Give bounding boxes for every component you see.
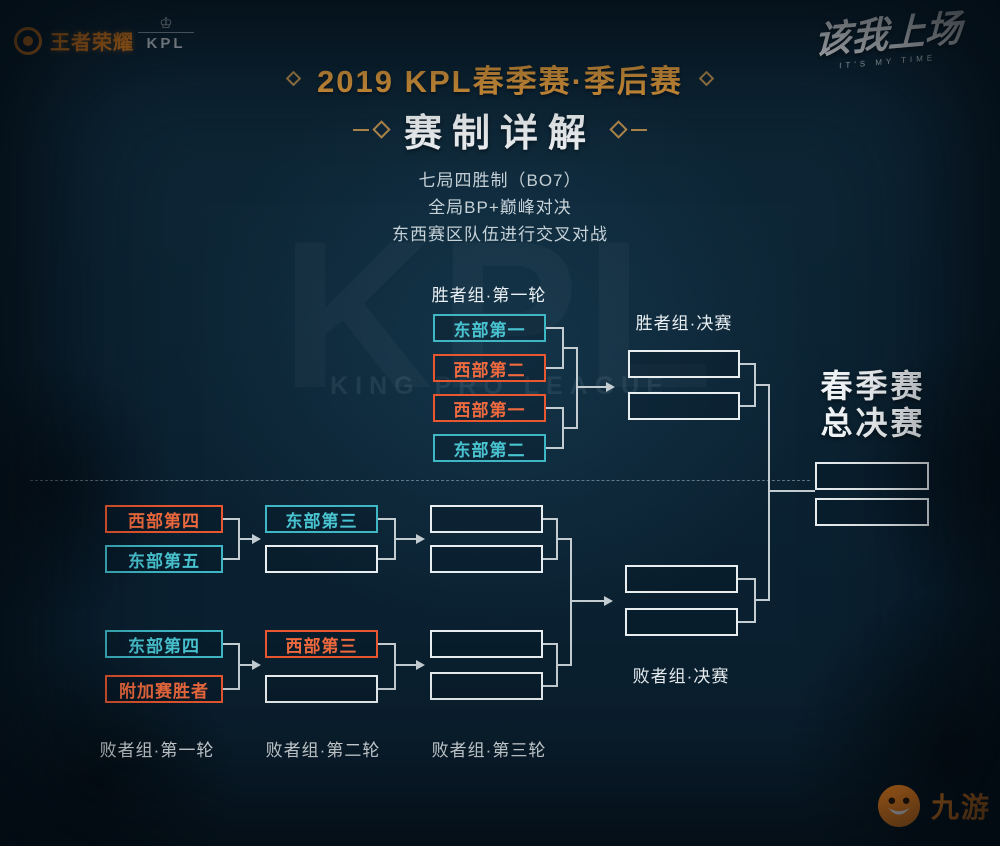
jiuyou-logo-text: 九游 — [931, 792, 992, 823]
bracket-line — [576, 386, 606, 388]
rule-line-2: 全局BP+巅峰对决 — [428, 198, 572, 217]
bracket-line — [570, 538, 572, 666]
subtitle-ornament-right — [609, 120, 647, 139]
label-winners-round1: 胜者组·第一轮 — [431, 286, 547, 305]
kog-logo-text: 王者荣耀 — [50, 32, 134, 54]
slot-winners-final-1 — [628, 350, 740, 378]
bracket-line — [543, 643, 558, 645]
bracket-line — [768, 384, 770, 601]
rule-line-3: 东西赛区队伍进行交叉对战 — [392, 225, 608, 244]
bracket-line — [754, 384, 770, 386]
bracket-line — [238, 643, 240, 690]
team-box-west-3: 西部第三 — [265, 630, 378, 658]
slot-losers-round3-3 — [430, 630, 543, 658]
bracket-line — [223, 558, 240, 560]
bracket-line — [562, 427, 578, 429]
bracket-line — [238, 664, 252, 666]
bracket-line — [543, 685, 558, 687]
team-box-east-3: 东部第三 — [265, 505, 378, 533]
bracket-line — [238, 538, 252, 540]
bracket-line — [223, 643, 240, 645]
bracket-arrowhead — [416, 660, 425, 670]
bracket-arrowhead — [252, 534, 261, 544]
format-rules: 七局四胜制（BO7） 全局BP+巅峰对决 东西赛区队伍进行交叉对战 — [0, 167, 1000, 248]
bracket-line — [394, 643, 396, 690]
subtitle-ornament-left — [352, 120, 391, 139]
label-losers-round3: 败者组·第三轮 — [431, 741, 547, 760]
kog-logo-icon — [14, 26, 42, 55]
grand-final-title: 春季赛 总决赛 — [798, 368, 948, 442]
slot-losers-final-1 — [625, 565, 738, 593]
bracket-line — [394, 664, 416, 666]
page-subtitle: 赛制详解 — [403, 113, 596, 155]
bracket-line — [740, 363, 756, 365]
bracket-line — [394, 538, 416, 540]
bracket-line — [223, 688, 240, 690]
bracket-arrowhead — [252, 660, 261, 670]
page-title: 2019 KPL春季赛·季后赛 — [317, 64, 683, 99]
title-row: 2019 KPL春季赛·季后赛 — [0, 56, 1000, 101]
slot-losers-final-2 — [625, 608, 738, 636]
bracket-line — [543, 558, 558, 560]
bracket-line — [562, 347, 578, 349]
bracket-arrowhead — [416, 534, 425, 544]
bracket-line — [546, 407, 564, 409]
team-box-west-2: 西部第二 — [433, 354, 546, 382]
bracket-line — [378, 643, 396, 645]
slot-losers-round2-1 — [265, 545, 378, 573]
team-box-playoff-winner: 附加赛胜者 — [105, 675, 223, 703]
grand-final-line2: 总决赛 — [820, 405, 926, 441]
team-box-west-1: 西部第一 — [433, 394, 546, 422]
label-losers-round1: 败者组·第一轮 — [99, 741, 215, 760]
bracket-line — [223, 518, 240, 520]
jiuyou-face-icon — [877, 784, 921, 828]
team-box-east-2: 东部第二 — [433, 434, 546, 462]
bracket-line — [740, 405, 756, 407]
slot-winners-final-2 — [628, 392, 740, 420]
bracket-line — [768, 490, 815, 492]
rule-line-1: 七局四胜制（BO7） — [418, 171, 582, 190]
title-ornament-right — [698, 70, 715, 87]
jiuyou-logo: 九游 — [876, 783, 991, 829]
bracket-line — [570, 600, 604, 602]
bracket-line — [546, 367, 564, 369]
kpl-logo-text: KPL — [138, 32, 194, 52]
team-box-east-5: 东部第五 — [105, 545, 223, 573]
subtitle-row: 赛制详解 — [0, 102, 1000, 157]
bracket-line — [576, 347, 578, 429]
dotted-divider — [30, 480, 810, 481]
bracket-line — [378, 688, 396, 690]
bracket-line — [738, 621, 756, 623]
kpl-logo: ♔ KPL — [138, 16, 194, 52]
bracket-arrowhead — [606, 382, 615, 392]
team-box-west-4: 西部第四 — [105, 505, 223, 533]
title-ornament-left — [285, 70, 302, 87]
bracket-line — [754, 599, 770, 601]
bracket-line — [546, 447, 564, 449]
bracket-arrowhead — [604, 596, 613, 606]
team-box-east-4: 东部第四 — [105, 630, 223, 658]
label-losers-final: 败者组·决赛 — [632, 667, 730, 686]
label-losers-round2: 败者组·第二轮 — [265, 741, 381, 760]
bracket-line — [556, 664, 572, 666]
bracket-line — [556, 538, 572, 540]
bracket-line — [546, 327, 564, 329]
bracket-line — [378, 558, 396, 560]
bracket-line — [378, 518, 396, 520]
slot-grand-final-1 — [815, 462, 929, 490]
slot-losers-round3-2 — [430, 545, 543, 573]
label-winners-final: 胜者组·决赛 — [635, 314, 733, 333]
slot-losers-round2-2 — [265, 675, 378, 703]
grand-final-line1: 春季赛 — [820, 368, 926, 404]
team-box-east-1: 东部第一 — [433, 314, 546, 342]
slot-losers-round3-4 — [430, 672, 543, 700]
slot-grand-final-2 — [815, 498, 929, 526]
bracket-line — [543, 518, 558, 520]
bracket-line — [738, 578, 756, 580]
slot-losers-round3-1 — [430, 505, 543, 533]
kog-logo: 王者荣耀 — [14, 26, 134, 55]
decor-rock-left — [0, 330, 170, 650]
kpl-crown-icon: ♔ — [159, 15, 173, 32]
